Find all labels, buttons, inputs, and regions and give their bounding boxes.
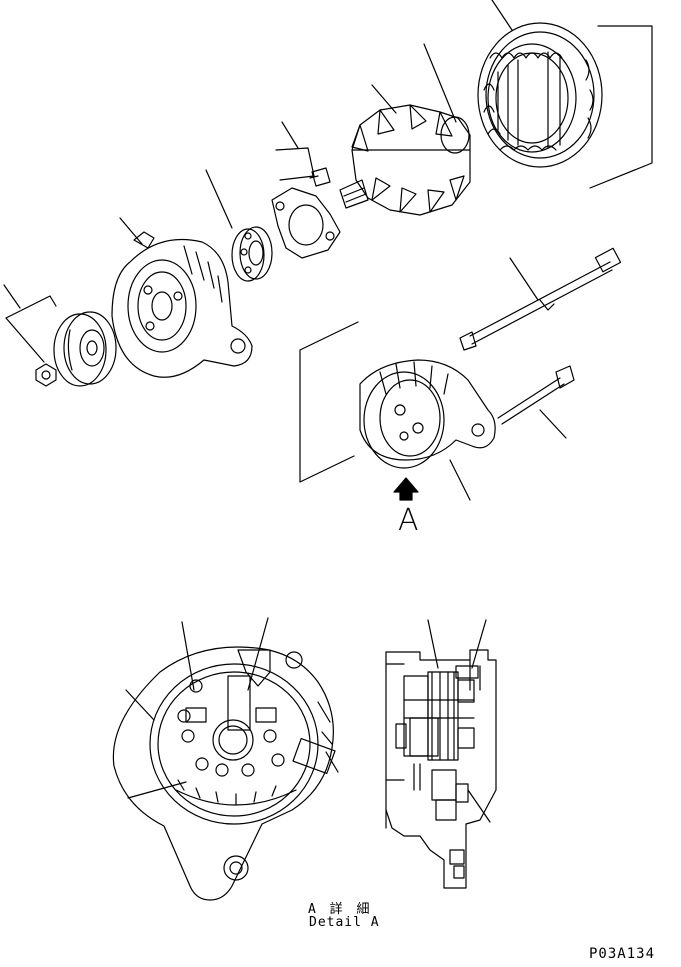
- detail-caption-english: Detail A: [309, 915, 380, 930]
- through-bolt-long: [460, 248, 621, 350]
- view-letter-label: A: [398, 503, 419, 538]
- stator: [478, 0, 602, 167]
- detail-a-rear-view: [113, 618, 338, 900]
- detail-a-section-view: [386, 620, 496, 888]
- bearing-retainer-plate: [272, 188, 340, 258]
- rear-housing: [360, 360, 495, 500]
- through-bolt-short: [498, 366, 574, 438]
- arrow-up-icon: [394, 478, 418, 500]
- drawing-code: P03A134: [589, 946, 656, 962]
- detail-caption-japanese: A 詳 細: [308, 902, 373, 917]
- rotor: [340, 44, 470, 215]
- pulley: [54, 312, 116, 386]
- front-bearing: [206, 170, 272, 281]
- bearing-retainer-bolts: [276, 122, 330, 186]
- pulley-nut: [36, 364, 56, 386]
- pulley-group-bracket: [4, 285, 56, 362]
- rear-housing-bracket: [300, 322, 358, 482]
- stator-group-bracket: [590, 26, 652, 188]
- front-housing: [112, 218, 252, 377]
